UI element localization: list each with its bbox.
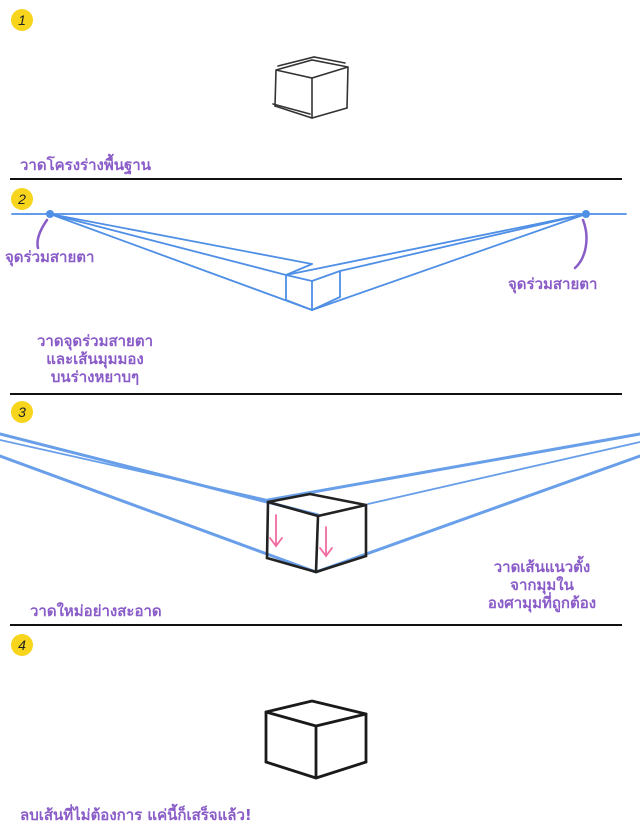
step-badge: 2 bbox=[11, 188, 33, 210]
right-vanishing-point bbox=[582, 210, 590, 218]
box-edge bbox=[285, 299, 313, 311]
vanishing-point-label: จุดร่วมสายตา bbox=[5, 248, 95, 266]
section-divider bbox=[10, 393, 622, 395]
step3-clean-cube bbox=[265, 492, 368, 574]
step-caption: วาดจุดร่วมสายตา และเส้นมุมมอง บนร่างหยาบ… bbox=[20, 332, 170, 386]
box-edge bbox=[311, 296, 341, 311]
guide-line bbox=[49, 213, 313, 265]
box-edge bbox=[311, 270, 341, 282]
step-caption: ลบเส้นที่ไม่ต้องการ แค่นี้ก็เสร็จแล้ว! bbox=[20, 806, 252, 824]
guide-line bbox=[0, 439, 269, 501]
section-divider bbox=[10, 624, 622, 626]
step-badge: 4 bbox=[11, 634, 33, 656]
section-divider bbox=[10, 178, 622, 180]
caption-line: และเส้นมุมมอง bbox=[46, 350, 144, 368]
step-badge: 3 bbox=[11, 401, 33, 423]
caption-line: บนร่างหยาบๆ bbox=[50, 368, 140, 386]
right-vp-pointer bbox=[573, 218, 588, 270]
guide-line bbox=[285, 213, 587, 276]
step3-perspective-guides bbox=[0, 432, 640, 574]
step4-final-cube bbox=[264, 699, 368, 780]
down-arrow-icon bbox=[319, 526, 333, 558]
guide-line bbox=[314, 454, 640, 574]
step-caption: วาดใหม่อย่างสะอาด bbox=[30, 602, 162, 620]
guide-line bbox=[311, 213, 587, 311]
step-caption: วาดโครงร่างพื้นฐาน bbox=[20, 156, 151, 174]
note-line: วาดเส้นแนวตั้ง bbox=[493, 558, 591, 576]
guide-line bbox=[49, 213, 287, 276]
guide-line bbox=[49, 213, 313, 311]
step-badge: 1 bbox=[11, 9, 33, 31]
box-edge bbox=[285, 263, 313, 276]
guide-line bbox=[0, 432, 320, 517]
left-vp-pointer bbox=[36, 218, 49, 250]
vanishing-point-label: จุดร่วมสายตา bbox=[508, 275, 598, 293]
step2-perspective-guides bbox=[11, 213, 627, 311]
guide-line bbox=[266, 432, 640, 502]
step1-sketch-cube bbox=[272, 56, 349, 119]
step-note: วาดเส้นแนวตั้ง จากมุมใน องศามุมที่ถูกต้อ… bbox=[472, 558, 612, 612]
caption-line: วาดจุดร่วมสายตา bbox=[36, 332, 153, 350]
guide-line bbox=[339, 213, 587, 272]
note-line: จากมุมใน bbox=[510, 576, 574, 594]
guide-line bbox=[367, 441, 640, 505]
note-line: องศามุมที่ถูกต้อง bbox=[487, 594, 597, 612]
box-edge bbox=[285, 274, 313, 282]
down-arrow-icon bbox=[269, 514, 283, 548]
left-vanishing-point bbox=[46, 210, 54, 218]
guide-line bbox=[0, 454, 318, 574]
